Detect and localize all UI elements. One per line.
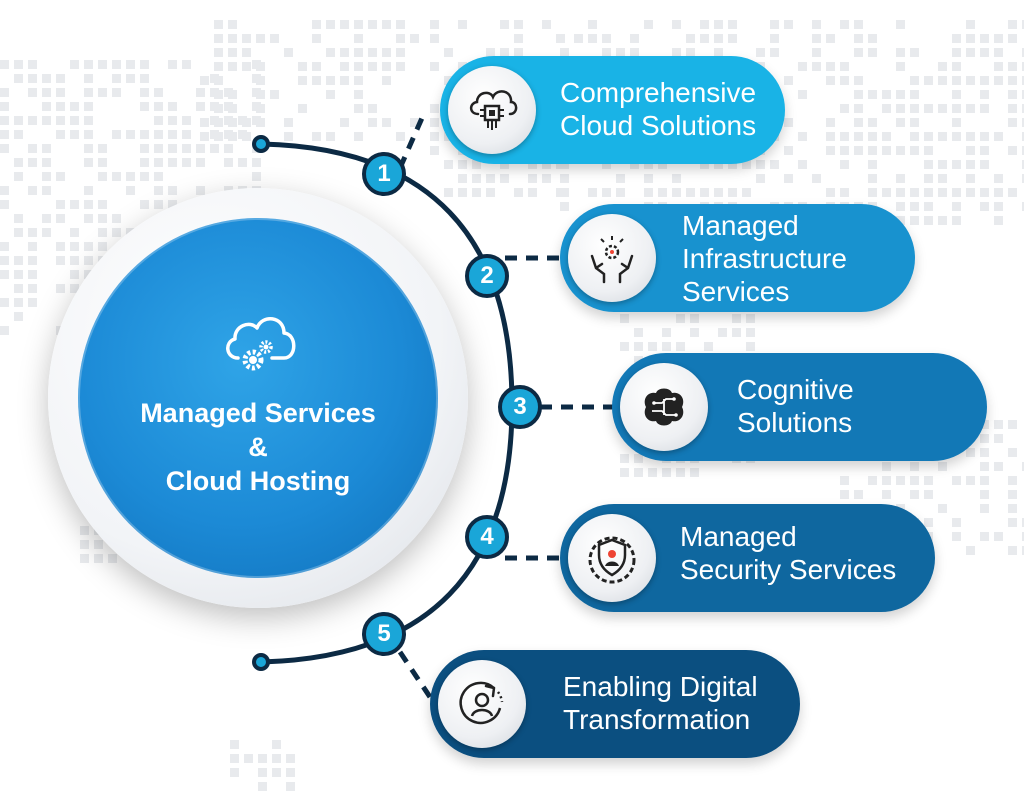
shield-gear-icon — [588, 536, 636, 584]
service-card-5: Enabling Digital Transformation — [430, 650, 800, 758]
arc-end-dot — [252, 653, 270, 671]
cloud-chip-icon-circle — [448, 66, 536, 154]
hub-title-line-1: Managed Services — [140, 398, 376, 428]
step-number-3: 3 — [498, 385, 542, 429]
service-5-line-1: Enabling Digital — [563, 671, 758, 702]
hands-gear-icon — [590, 236, 634, 284]
service-2-line-2: Infrastructure — [682, 243, 847, 274]
service-2-line-1: Managed — [682, 210, 799, 241]
service-label-1: Comprehensive Cloud Solutions — [560, 76, 756, 142]
service-card-4: Managed Security Services — [560, 504, 935, 612]
connector-5 — [397, 650, 435, 702]
service-card-1: Comprehensive Cloud Solutions — [440, 56, 785, 164]
service-5-line-2: Transformation — [563, 704, 751, 735]
service-label-3: Cognitive Solutions — [737, 373, 854, 439]
service-2-line-3: Services — [682, 276, 790, 307]
hub-title: Managed Services & Cloud Hosting — [78, 396, 438, 498]
cloud-gears-icon — [226, 317, 296, 371]
hub-circle — [78, 218, 438, 578]
step-number-1: 1 — [362, 152, 406, 196]
connector-1 — [397, 116, 425, 170]
brain-circuit-icon — [644, 388, 684, 426]
hub-title-line-3: Cloud Hosting — [165, 466, 351, 496]
step-number-2: 2 — [465, 254, 509, 298]
shield-gear-icon-circle — [568, 514, 656, 602]
step-number-4: 4 — [465, 515, 509, 559]
service-3-line-1: Cognitive — [737, 374, 854, 405]
service-3-line-2: Solutions — [737, 407, 853, 438]
hub-title-line-2: & — [248, 432, 268, 462]
service-4-line-1: Managed — [680, 521, 797, 552]
brain-circuit-icon-circle — [620, 363, 708, 451]
service-4-line-2: Security Services — [680, 554, 897, 585]
user-refresh-icon-circle — [438, 660, 526, 748]
service-1-line-2: Cloud Solutions — [560, 110, 757, 141]
service-card-3: Cognitive Solutions — [612, 353, 987, 461]
step-number-5: 5 — [362, 612, 406, 656]
arc-start-dot — [252, 135, 270, 153]
service-label-5: Enabling Digital Transformation — [563, 670, 758, 736]
service-label-4: Managed Security Services — [680, 520, 896, 586]
cloud-chip-icon — [469, 90, 518, 130]
service-label-2: Managed Infrastructure Services — [682, 209, 847, 308]
service-card-2: Managed Infrastructure Services — [560, 204, 915, 312]
service-1-line-1: Comprehensive — [560, 77, 757, 108]
hands-gear-icon-circle — [568, 214, 656, 302]
user-refresh-icon — [459, 681, 504, 725]
